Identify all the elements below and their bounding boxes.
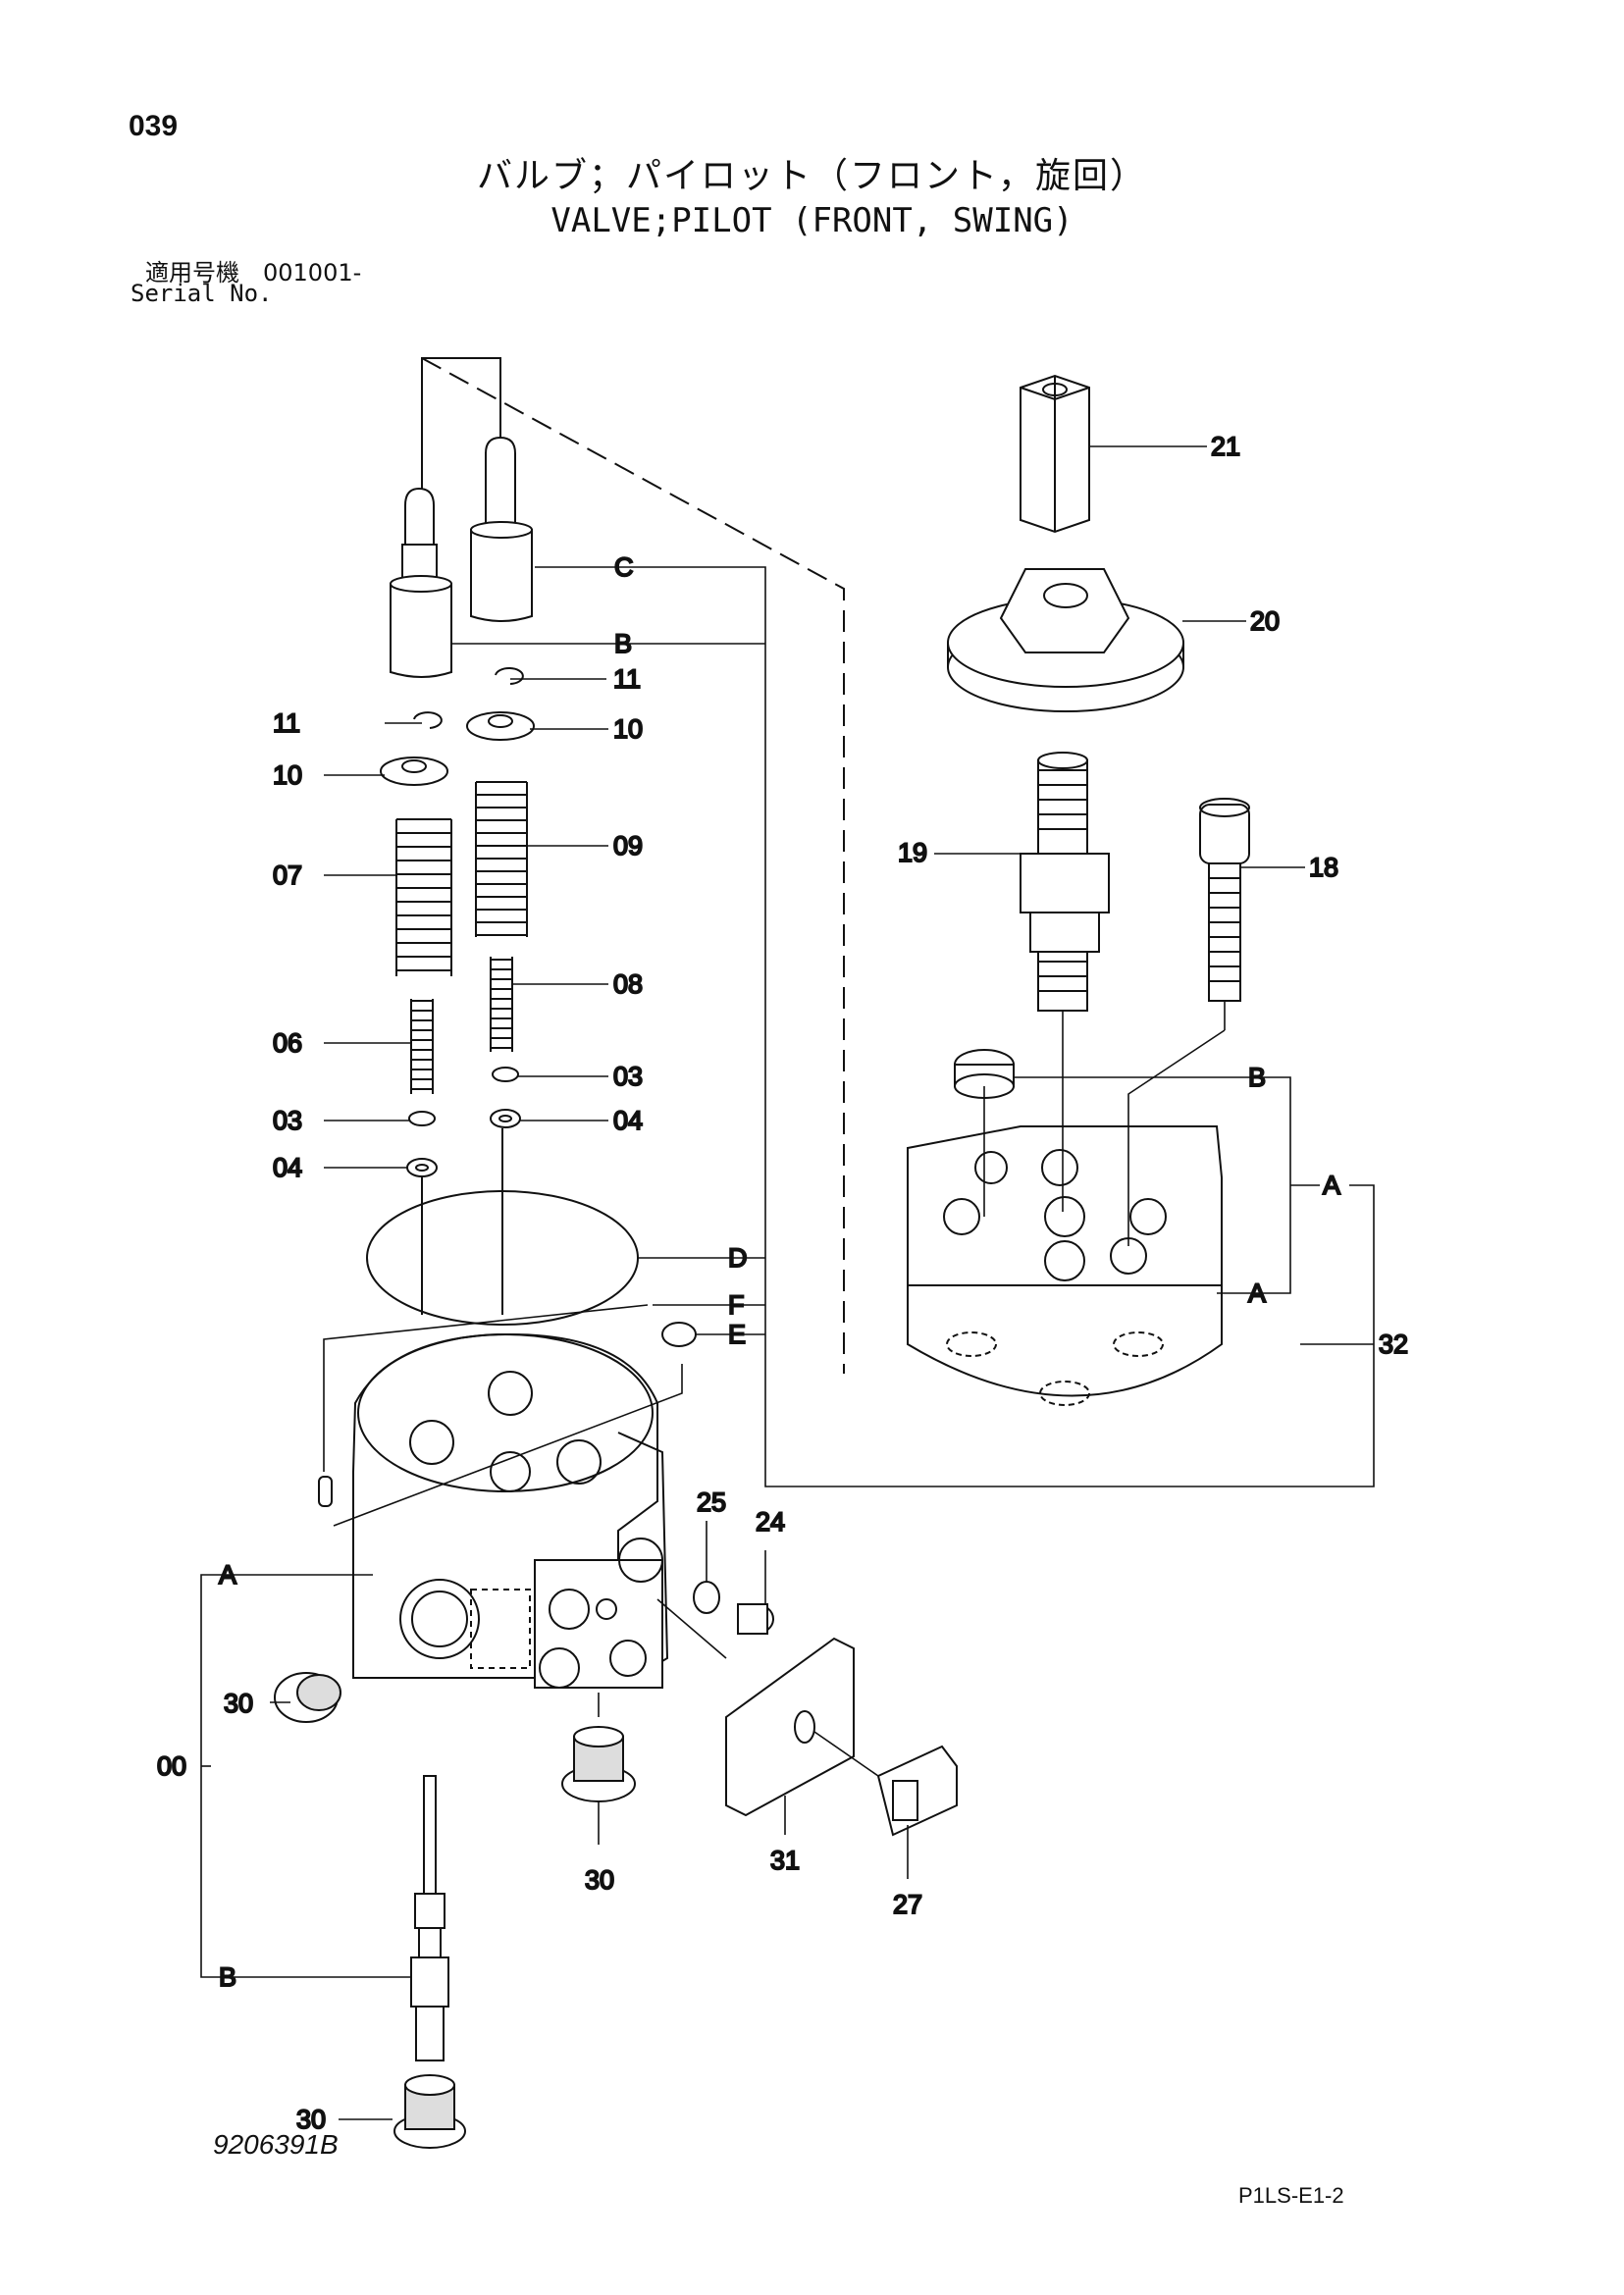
callout-a-left: A: [219, 1560, 236, 1590]
part-30-plugs: [274, 1672, 636, 2149]
plunger-b: [390, 487, 452, 678]
callout-11-left: 11: [273, 708, 300, 738]
callout-21: 21: [1211, 432, 1240, 461]
part-25-o-ring: [693, 1581, 720, 1614]
callout-11-right: 11: [613, 664, 641, 694]
callout-a-right-top: A: [1323, 1171, 1340, 1200]
valve-casing: [318, 1332, 669, 1689]
part-11-snap-rings: [413, 667, 524, 729]
part-24-plug: [737, 1603, 774, 1635]
callout-10-left: 10: [273, 760, 302, 790]
callout-a-right-bottom: A: [1248, 1278, 1266, 1308]
callout-e: E: [728, 1320, 746, 1349]
callout-c: C: [614, 552, 634, 582]
callout-10-right: 10: [613, 714, 643, 744]
callout-03-right: 03: [613, 1062, 643, 1091]
springs: [395, 781, 528, 1094]
page-number: 039: [129, 110, 179, 142]
part-21-coupling-nut: [1020, 374, 1090, 534]
callout-07: 07: [273, 861, 302, 890]
callout-30-bottom: 30: [296, 2105, 326, 2134]
serial-label-english: Serial No.: [131, 280, 273, 307]
callout-20: 20: [1250, 606, 1280, 636]
plunger-c: [470, 436, 533, 622]
callout-b-top: B: [614, 629, 632, 658]
part-19-adjusting-joint: [1020, 752, 1110, 1012]
callout-25: 25: [697, 1487, 726, 1517]
o-ring-e: [661, 1322, 697, 1347]
callout-b-right: B: [1248, 1063, 1266, 1092]
callout-06: 06: [273, 1028, 302, 1058]
callout-18: 18: [1309, 853, 1338, 882]
callout-00: 00: [157, 1751, 186, 1781]
callout-03-left: 03: [273, 1106, 302, 1135]
callout-04-right: 04: [613, 1106, 643, 1135]
callout-f: F: [728, 1290, 745, 1320]
callout-24: 24: [756, 1507, 785, 1537]
spool-rod: [410, 1775, 449, 2061]
page-code: P1LS-E1-2: [1238, 2183, 1344, 2208]
title-japanese: バルブ；パイロット（フロント，旋回）: [477, 156, 1147, 196]
callout-04-left: 04: [273, 1153, 302, 1182]
callout-32: 32: [1379, 1330, 1408, 1359]
callout-labels: 21 20 19 18 C B 11 11 10 10 09 07 08 06 …: [156, 431, 1409, 2135]
part-18-socket-bolt: [1199, 798, 1250, 1002]
callout-d: D: [728, 1243, 748, 1273]
callout-09: 09: [613, 831, 643, 861]
callout-b-left: B: [219, 1962, 236, 1992]
part-10-spring-seats: [380, 711, 535, 786]
part-20-flange-nut: [947, 568, 1184, 712]
leader-lines: [200, 445, 1375, 2120]
part-03-04-washers: [406, 1067, 521, 1177]
serial-label-japanese: 適用号機 001001-: [145, 259, 362, 287]
part-32-cam-plate-assembly: [907, 1125, 1223, 1406]
title-english: VALVE;PILOT (FRONT, SWING): [550, 201, 1074, 240]
callout-27: 27: [893, 1890, 922, 1919]
callout-30-middle: 30: [585, 1865, 614, 1895]
part-31-plate: [725, 1637, 855, 1817]
callout-31: 31: [770, 1846, 800, 1875]
callout-19: 19: [898, 838, 927, 867]
callout-30-left: 30: [224, 1689, 253, 1718]
callout-08: 08: [613, 969, 643, 999]
drawing-number: 9206391B: [213, 2129, 339, 2160]
part-27-bolt: [876, 1745, 958, 1837]
